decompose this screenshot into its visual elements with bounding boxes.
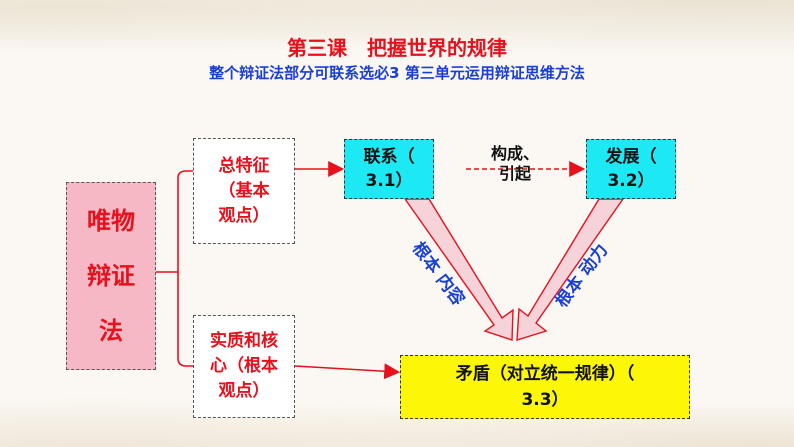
contradiction-label: 矛盾（对立统一规律）（ 3.3） [455,364,635,410]
essence-to-contradiction-arrow [294,363,401,380]
main-concept-box: 唯物 辩证 法 [66,182,156,370]
link-to-development-label: 构成、 引起 [490,144,539,183]
link-node: 联系（ 3.1） [344,139,434,199]
brace-connector [156,170,193,367]
essence-box: 实质和核 心（根本 观点） [193,315,295,418]
main-concept-label: 唯物 辩证 法 [87,206,135,345]
development-to-contradiction-arrow [516,198,625,341]
link-to-contradiction-arrow [403,198,514,341]
contradiction-node: 矛盾（对立统一规律）（ 3.3） [400,355,690,419]
link-label: 联系（ 3.1） [363,147,415,191]
development-node: 发展（ 3.2） [586,139,676,199]
essence-label: 实质和核 心（根本 观点） [210,331,278,401]
decorative-background-top [0,0,794,70]
feature-box: 总特征 （基本 观点） [193,138,295,244]
feature-label: 总特征 （基本 观点） [218,155,270,226]
development-label: 发展（ 3.2） [605,147,657,191]
page-subtitle: 整个辩证法部分可联系选必3 第三单元运用辩证思维方法 [209,64,585,82]
page-title: 第三课 把握世界的规律 [287,36,507,60]
